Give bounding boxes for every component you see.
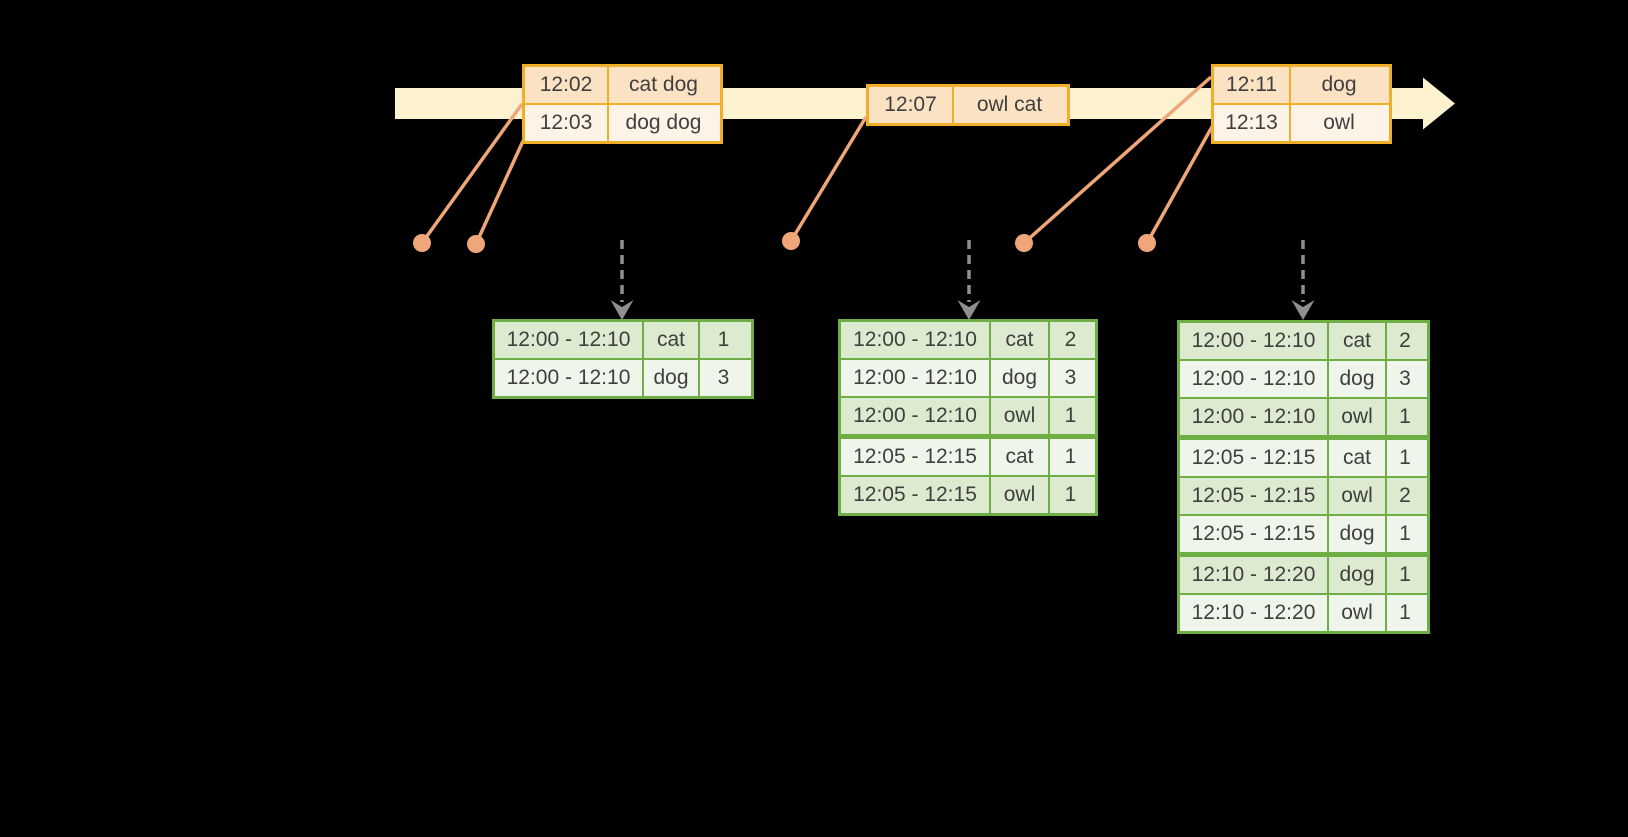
window-cell: 12:00 - 12:10 (1191, 329, 1316, 352)
word-cell: cat (1327, 323, 1385, 359)
event-connector-line (474, 140, 525, 245)
window-cell: 12:05 - 12:15 (853, 445, 977, 468)
word-cell: cat (989, 322, 1048, 358)
window-cell: 12:00 - 12:10 (506, 328, 631, 351)
event-connector-line (1022, 75, 1213, 245)
window-cell: 12:10 - 12:20 (1191, 563, 1316, 586)
window-cell: 12:00 - 12:10 (1191, 367, 1316, 390)
word-cell: dog (1327, 557, 1385, 593)
event-time-cell: 12:11 (1226, 73, 1277, 96)
count-cell: 2 (1048, 322, 1091, 358)
count-cell: 1 (1048, 398, 1091, 434)
word-cell: dog (989, 360, 1048, 396)
count-cell: 2 (1385, 478, 1423, 514)
event-table-row: 12:13 owl (1214, 103, 1389, 141)
event-table-row: 12:03 dog dog (525, 103, 720, 141)
count-cell: 1 (1048, 439, 1091, 475)
window-cell: 12:00 - 12:10 (853, 366, 977, 389)
window-cell: 12:00 - 12:10 (853, 328, 977, 351)
event-words-cell: cat dog (607, 67, 718, 103)
event-time-cell: 12:02 (539, 73, 593, 96)
count-cell: 3 (1385, 361, 1423, 397)
word-cell: owl (1327, 595, 1385, 631)
event-connector-line (789, 116, 868, 242)
trigger-arrowhead-icon (957, 300, 981, 320)
word-cell: owl (1327, 399, 1385, 435)
event-words-cell: owl cat (952, 87, 1065, 123)
event-marker-dot (1138, 234, 1156, 252)
event-words-cell: owl (1289, 105, 1387, 141)
window-cell: 12:00 - 12:10 (1191, 405, 1316, 428)
count-cell: 3 (698, 360, 747, 396)
event-marker-dot (467, 235, 485, 253)
window-cell: 12:05 - 12:15 (1191, 446, 1316, 469)
window-cell: 12:10 - 12:20 (1191, 601, 1316, 624)
word-cell: dog (642, 360, 698, 396)
event-words-cell: dog dog (607, 105, 718, 141)
window-cell: 12:05 - 12:15 (1191, 522, 1316, 545)
word-cell: cat (1327, 440, 1385, 476)
word-cell: owl (1327, 478, 1385, 514)
event-table-row: 12:02 cat dog (525, 67, 720, 103)
word-cell: cat (642, 322, 698, 358)
window-cell: 12:00 - 12:10 (506, 366, 631, 389)
event-marker-dot (1015, 234, 1033, 252)
trigger-arrowhead-icon (1291, 300, 1315, 320)
count-cell: 1 (1385, 557, 1423, 593)
count-cell: 1 (1385, 440, 1423, 476)
word-cell: owl (989, 477, 1048, 513)
event-table: 12:07 owl cat (866, 84, 1070, 126)
trigger-arrowhead-icon (610, 300, 634, 320)
count-cell: 3 (1048, 360, 1091, 396)
event-table: 12:11 dog 12:13 owl (1211, 64, 1392, 144)
count-cell: 1 (698, 322, 747, 358)
window-cell: 12:05 - 12:15 (1191, 484, 1316, 507)
event-table: 12:02 cat dog 12:03 dog dog (522, 64, 723, 144)
event-marker-dot (413, 234, 431, 252)
event-time-cell: 12:13 (1225, 111, 1278, 134)
word-cell: owl (989, 398, 1048, 434)
event-marker-dot (782, 232, 800, 250)
event-table-row: 12:07 owl cat (869, 87, 1067, 123)
timeline-arrowhead-icon (1423, 77, 1455, 130)
count-cell: 1 (1048, 477, 1091, 513)
word-cell: cat (989, 439, 1048, 475)
event-connector-line (420, 102, 524, 245)
count-cell: 2 (1385, 323, 1423, 359)
window-cell: 12:00 - 12:10 (853, 404, 977, 427)
word-cell: dog (1327, 361, 1385, 397)
event-table-row: 12:11 dog (1214, 67, 1389, 103)
event-time-cell: 12:07 (884, 93, 937, 116)
word-cell: dog (1327, 516, 1385, 552)
count-cell: 1 (1385, 516, 1423, 552)
event-connector-line (1145, 124, 1215, 244)
window-cell: 12:05 - 12:15 (853, 483, 977, 506)
count-cell: 1 (1385, 595, 1423, 631)
count-cell: 1 (1385, 399, 1423, 435)
event-words-cell: dog (1289, 67, 1387, 103)
event-time-cell: 12:03 (539, 111, 593, 134)
